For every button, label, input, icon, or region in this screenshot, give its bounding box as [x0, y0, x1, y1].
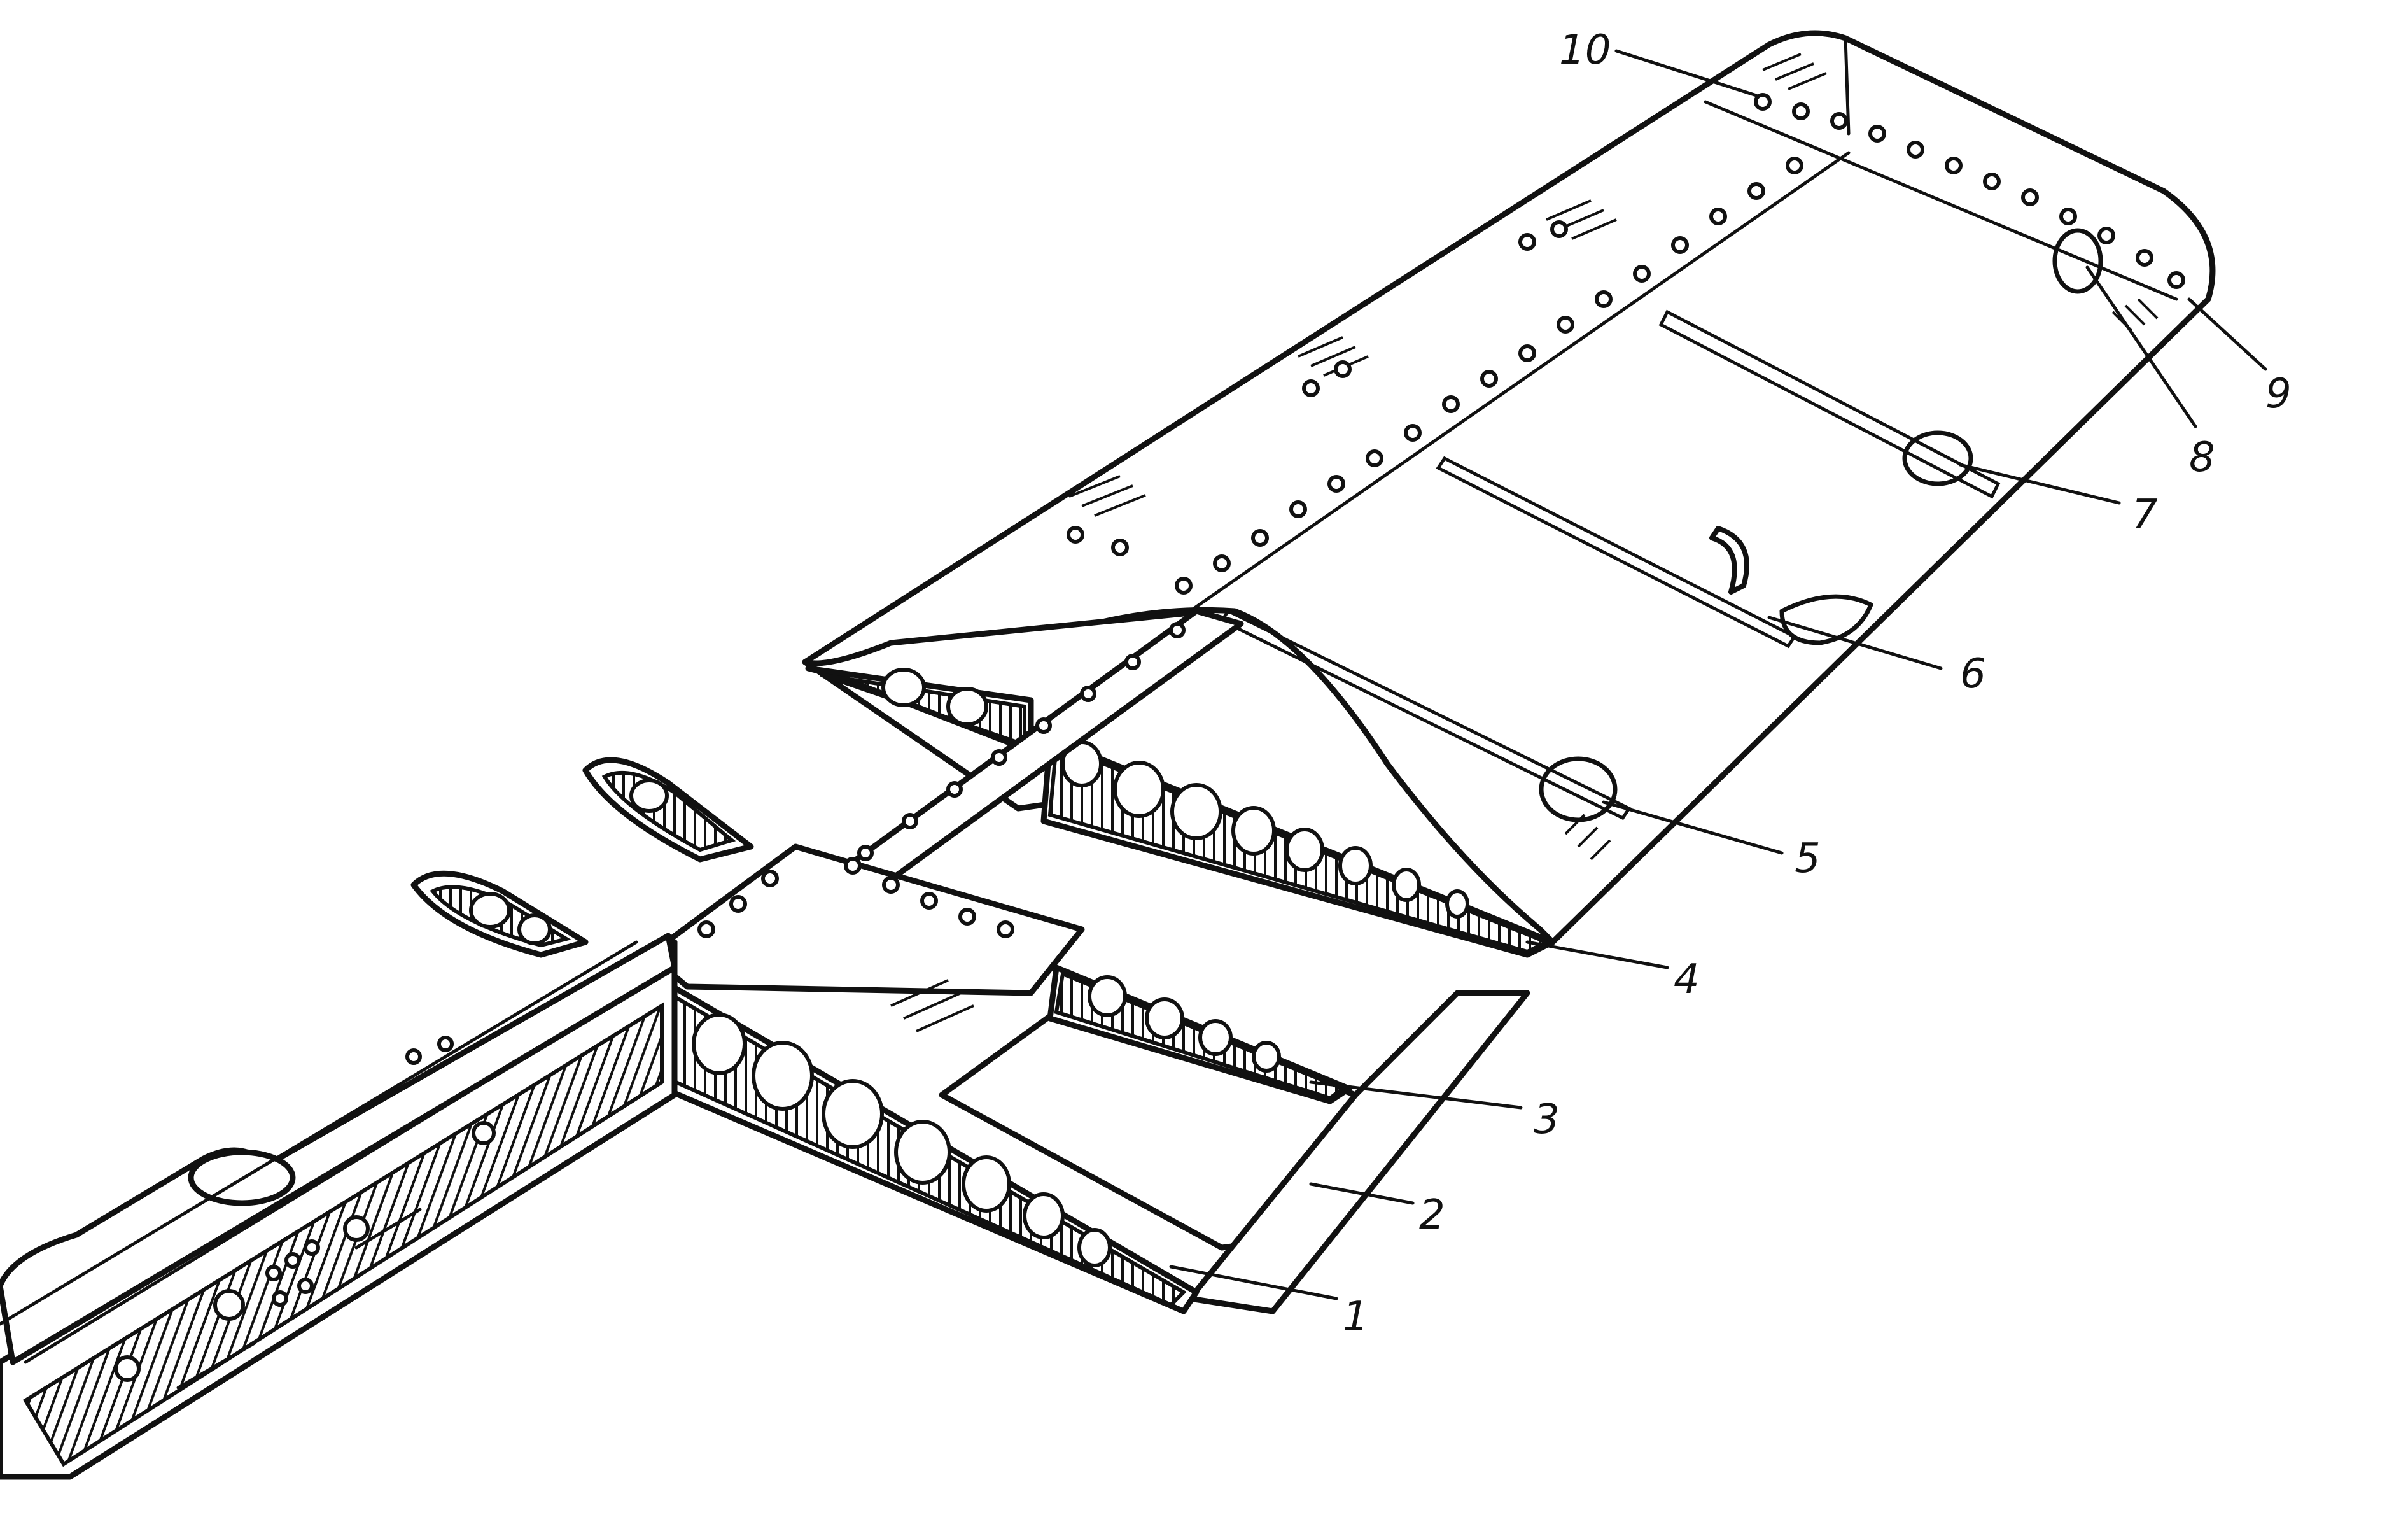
callout-6: 6 [1960, 651, 1986, 698]
callout-9: 9 [2265, 370, 2292, 418]
callout-3: 3 [1534, 1096, 1560, 1143]
callout-10: 10 [1559, 27, 1611, 74]
rib-1-holes [692, 1013, 1112, 1267]
rib-4-holes [1061, 740, 1469, 919]
callout-4: 4 [1674, 956, 1700, 1003]
callout-1: 1 [1343, 1293, 1369, 1341]
inner-wing-section [410, 608, 1556, 1314]
inner-skin-rivets [697, 857, 1014, 938]
leader-lines [1169, 49, 2267, 1300]
wing-tip-panel [802, 30, 2216, 945]
root-spar [0, 933, 678, 1480]
callout-2: 2 [1419, 1192, 1445, 1239]
rivet-rows [1067, 93, 2185, 595]
spar-holes [114, 1036, 496, 1382]
callout-8: 8 [2189, 434, 2215, 481]
spar-rivets [857, 622, 1186, 861]
callout-labels: 1 2 3 4 5 6 7 8 9 10 [1343, 27, 2292, 1341]
callout-7: 7 [2132, 491, 2158, 539]
callout-5: 5 [1795, 835, 1821, 882]
